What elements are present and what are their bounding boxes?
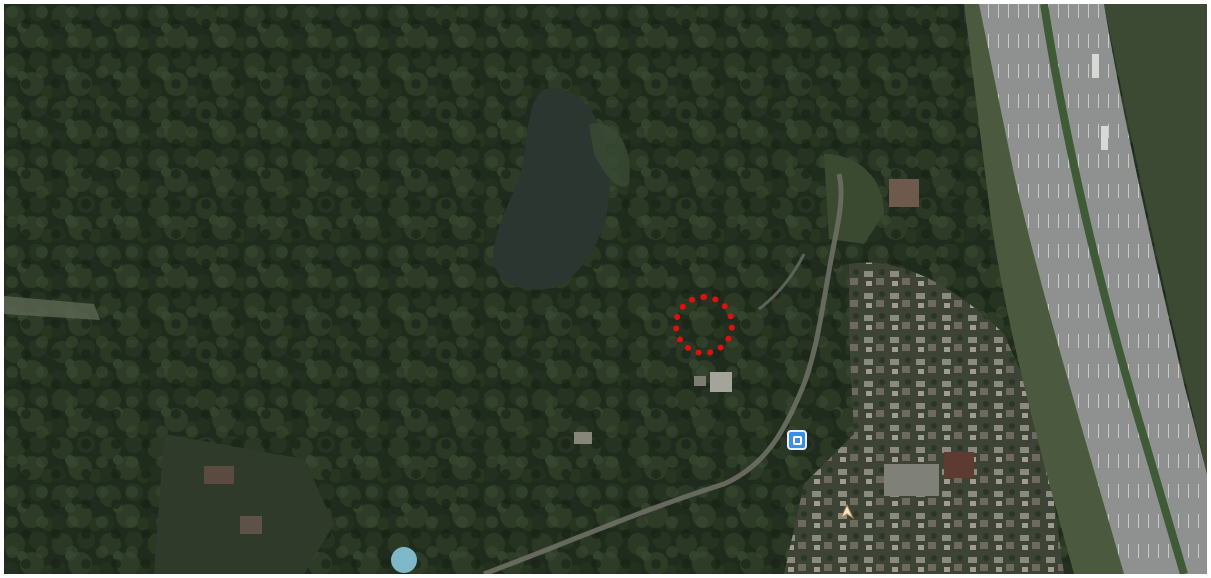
bus-stop-icon[interactable] <box>787 430 807 450</box>
place-pin-glyph <box>839 504 855 520</box>
target-marker[interactable] <box>673 294 735 356</box>
satellite-map[interactable] <box>4 4 1207 574</box>
place-pin-icon[interactable] <box>838 504 856 520</box>
bus-glyph <box>792 435 802 445</box>
map-imagery <box>4 4 1207 574</box>
